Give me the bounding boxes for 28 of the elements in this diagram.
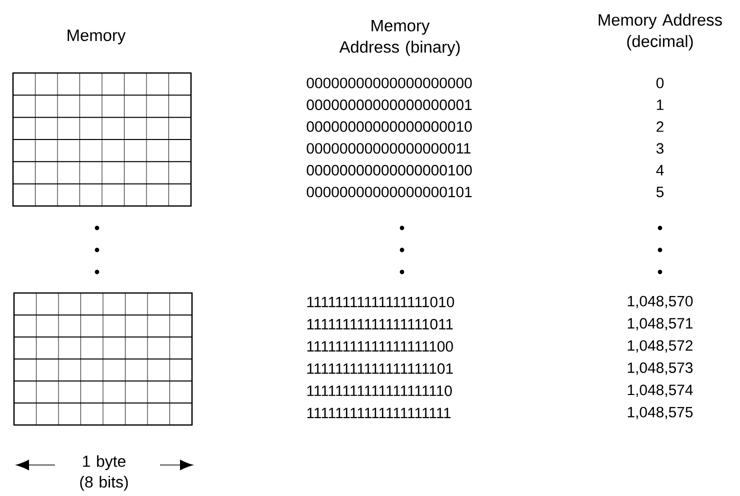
column-heading: Memory	[68, 30, 126, 44]
binary-address: 00000000000000000100	[306, 164, 472, 176]
decimal-address: 1,048,574	[628, 384, 693, 397]
binary-address: 00000000000000000011	[306, 143, 471, 154]
decimal-address: 1,048,571	[628, 318, 692, 330]
binary-address: 11111111111111111110	[307, 386, 452, 396]
binary-address: 00000000000000000101	[306, 186, 472, 198]
decimal-address: 5	[656, 186, 664, 198]
binary-address: 11111111111111111101	[307, 363, 453, 374]
decimal-address: 0	[656, 78, 664, 88]
decimal-address: 1,048,573	[628, 362, 693, 375]
decimal-address: 1,048,575	[628, 406, 693, 420]
dimension-label: 1 byte (8 bits)	[80, 455, 128, 491]
decimal-address: 1,048,572	[628, 340, 692, 353]
binary-address: 00000000000000000010	[306, 121, 472, 132]
decimal-address: 1,048,570	[628, 296, 693, 308]
column-heading: Memory Address (decimal)	[598, 14, 722, 50]
decimal-address: 2	[656, 121, 664, 132]
column-heading: Memory Address (binary)	[339, 20, 460, 56]
binary-address: 11111111111111111011	[307, 318, 453, 330]
binary-address: 00000000000000000000	[306, 78, 472, 88]
binary-address: 11111111111111111010	[307, 296, 454, 308]
decimal-address: 4	[656, 165, 664, 176]
decimal-address: 1	[656, 100, 664, 110]
binary-address: 00000000000000000001	[306, 100, 472, 110]
binary-address: 11111111111111111111	[307, 408, 451, 418]
binary-address: 11111111111111111100	[307, 341, 453, 352]
decimal-address: 3	[656, 143, 664, 154]
